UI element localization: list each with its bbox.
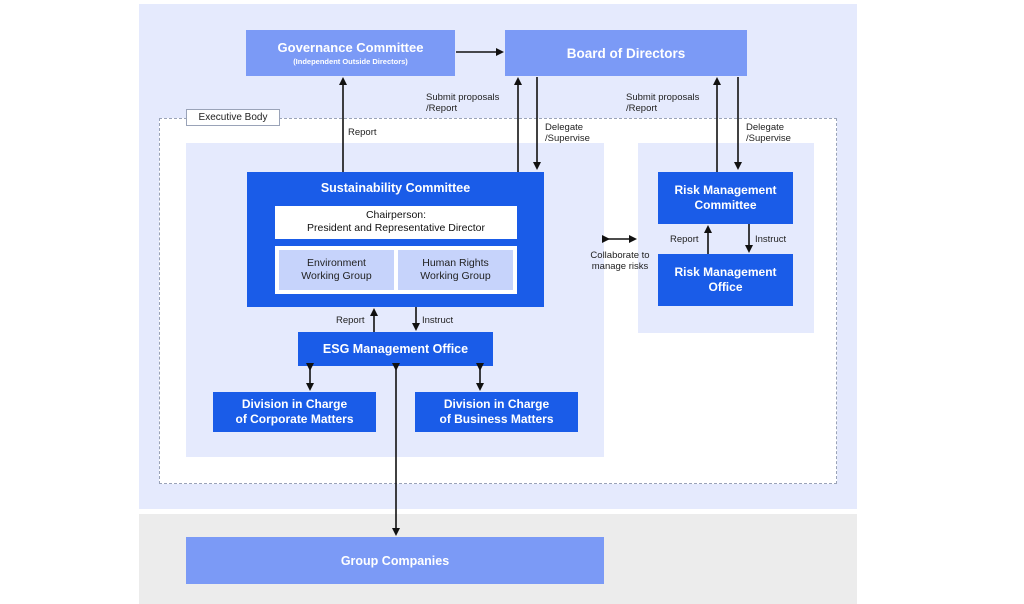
governance-committee-box: Governance Committee (Independent Outsid… xyxy=(246,30,455,76)
sustainability-title: Sustainability Committee xyxy=(320,181,471,195)
division-corporate-box: Division in Charge of Corporate Matters xyxy=(213,392,376,432)
governance-subtitle: (Independent Outside Directors) xyxy=(293,57,408,66)
division-business-box: Division in Charge of Business Matters xyxy=(415,392,578,432)
label-esg-instruct: Instruct xyxy=(422,315,454,326)
label-submit-right: Submit proposals /Report xyxy=(626,92,700,114)
risk-management-office-box: Risk Management Office xyxy=(658,254,793,306)
governance-title: Governance Committee xyxy=(277,40,424,55)
chairperson-box: Chairperson: President and Representativ… xyxy=(275,206,517,239)
label-esg-report: Report xyxy=(336,315,365,326)
esg-management-office-box: ESG Management Office xyxy=(298,332,493,366)
label-collaborate: Collaborate to manage risks xyxy=(590,250,650,272)
label-risk-report: Report xyxy=(670,234,699,245)
group-companies-box: Group Companies xyxy=(186,537,604,584)
environment-working-group: Environment Working Group xyxy=(279,250,394,290)
human-rights-working-group: Human Rights Working Group xyxy=(398,250,513,290)
label-delegate-left: Delegate /Supervise xyxy=(545,122,590,144)
label-submit-left: Submit proposals /Report xyxy=(426,92,500,114)
risk-management-committee-box: Risk Management Committee xyxy=(658,172,793,224)
label-delegate-right: Delegate /Supervise xyxy=(746,122,791,144)
sustainability-committee-box: Sustainability Committee Chairperson: Pr… xyxy=(247,172,544,307)
executive-body-label: Executive Body xyxy=(186,109,280,126)
board-of-directors-box: Board of Directors xyxy=(505,30,747,76)
label-report-governance: Report xyxy=(348,127,377,138)
label-risk-instruct: Instruct xyxy=(755,234,787,245)
